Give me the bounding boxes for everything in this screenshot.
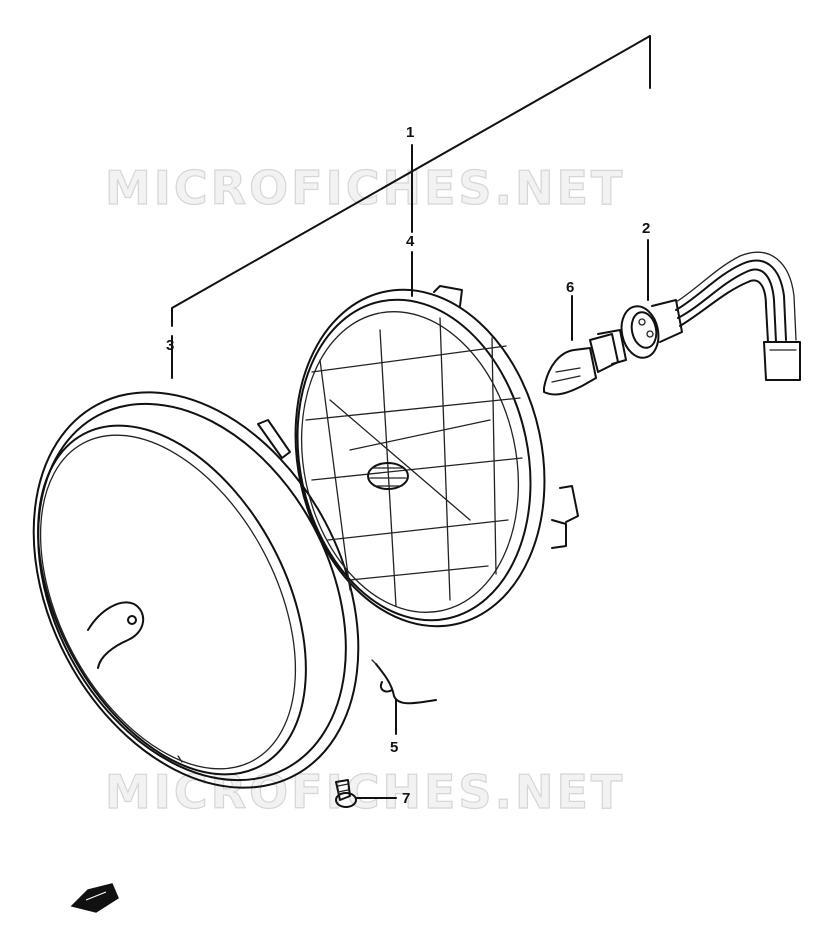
wire-clip[interactable] xyxy=(371,659,437,705)
callout-6: 6 xyxy=(566,279,574,296)
callout-2: 2 xyxy=(642,220,650,237)
screw[interactable] xyxy=(335,779,357,808)
headlight-rim[interactable] xyxy=(0,336,423,844)
front-direction-arrow-icon xyxy=(70,883,119,913)
assembly-bracket xyxy=(171,35,651,327)
bulb-socket-harness[interactable] xyxy=(617,251,801,381)
callout-1: 1 xyxy=(406,124,414,141)
watermark-bottom: MICROFICHES.NET xyxy=(105,765,625,819)
callout-7: 7 xyxy=(402,790,410,807)
callout-5: 5 xyxy=(390,739,398,756)
watermark-top: MICROFICHES.NET xyxy=(105,161,625,215)
headlight-lens-unit[interactable] xyxy=(265,266,579,649)
callout-4: 4 xyxy=(406,233,415,250)
headlight-bulb[interactable] xyxy=(543,329,627,396)
callout-3: 3 xyxy=(166,337,174,354)
